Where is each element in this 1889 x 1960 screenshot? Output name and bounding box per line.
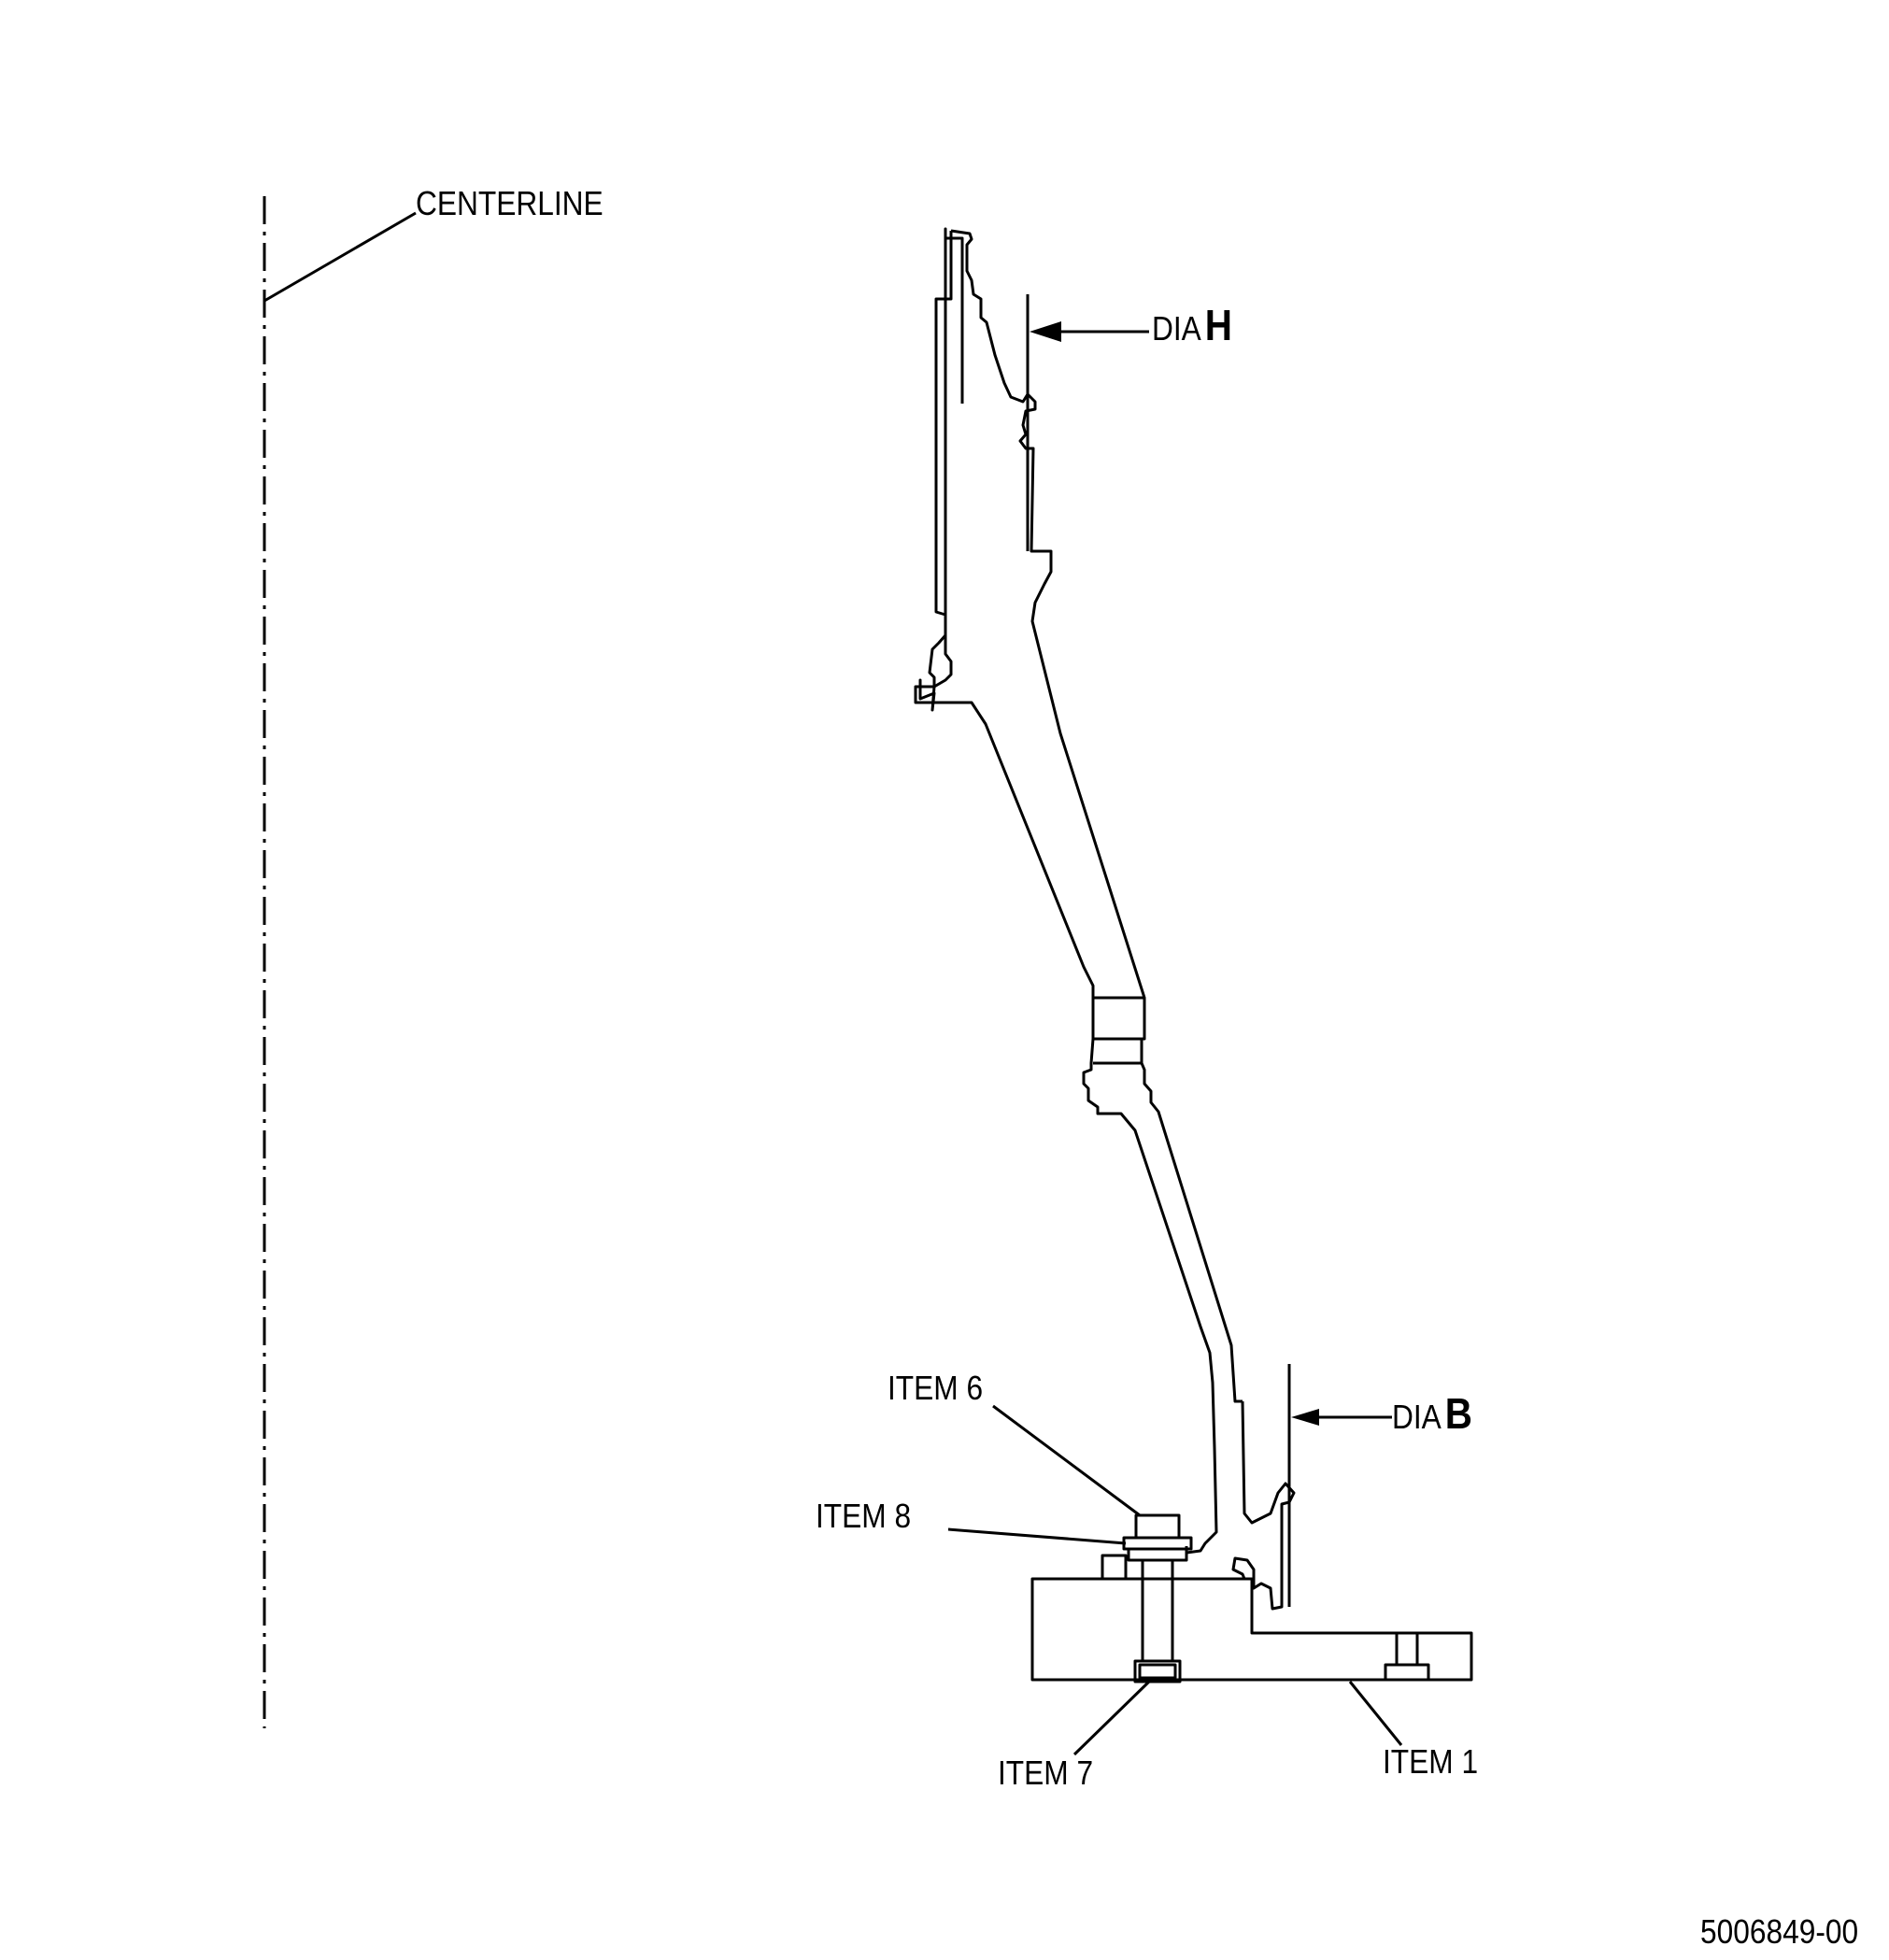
item1-leader: [1348, 1681, 1403, 1746]
item8-label: ITEM 8: [816, 1497, 912, 1535]
item6-label: ITEM 6: [888, 1369, 984, 1407]
dia-b-arrowhead: [1291, 1409, 1319, 1426]
dia-h-arrowhead: [1030, 321, 1061, 342]
part-upper-body: [950, 229, 1146, 1007]
fixture-right-pin: [1395, 1631, 1419, 1667]
dia-h-prefix: DIA: [1152, 309, 1201, 348]
part-mid-collar: [1082, 998, 1243, 1449]
washer-lower: [1127, 1547, 1188, 1562]
nut-inner: [1138, 1663, 1177, 1680]
spacer-block: [1101, 1554, 1128, 1581]
fixture-right-pin-head: [1384, 1663, 1430, 1682]
item7-label: ITEM 7: [998, 1754, 1094, 1792]
centerline-label: CENTERLINE: [416, 184, 604, 222]
item6-leader: [992, 1404, 1141, 1517]
part-left-contour: [918, 227, 964, 712]
part-upper-left-edge: [914, 231, 1144, 1000]
fixture-base: [1030, 1577, 1473, 1682]
item1-label: ITEM 1: [1383, 1742, 1479, 1781]
dia-b-prefix: DIA: [1392, 1398, 1442, 1436]
dia-h-label: DIA H: [1152, 304, 1232, 347]
item7-leader: [1072, 1680, 1151, 1756]
washer: [1122, 1536, 1193, 1551]
item8-leader: [947, 1527, 1127, 1545]
dia-h-letter: H: [1204, 301, 1232, 349]
bolt-head: [1134, 1513, 1181, 1540]
dia-b-label: DIA B: [1392, 1392, 1472, 1435]
dia-b-letter: B: [1444, 1389, 1472, 1438]
bolt-shank: [1141, 1558, 1174, 1663]
nut: [1133, 1659, 1182, 1683]
figure-number: 5006849-00: [1700, 1912, 1859, 1951]
centerline-leader: [263, 211, 417, 303]
